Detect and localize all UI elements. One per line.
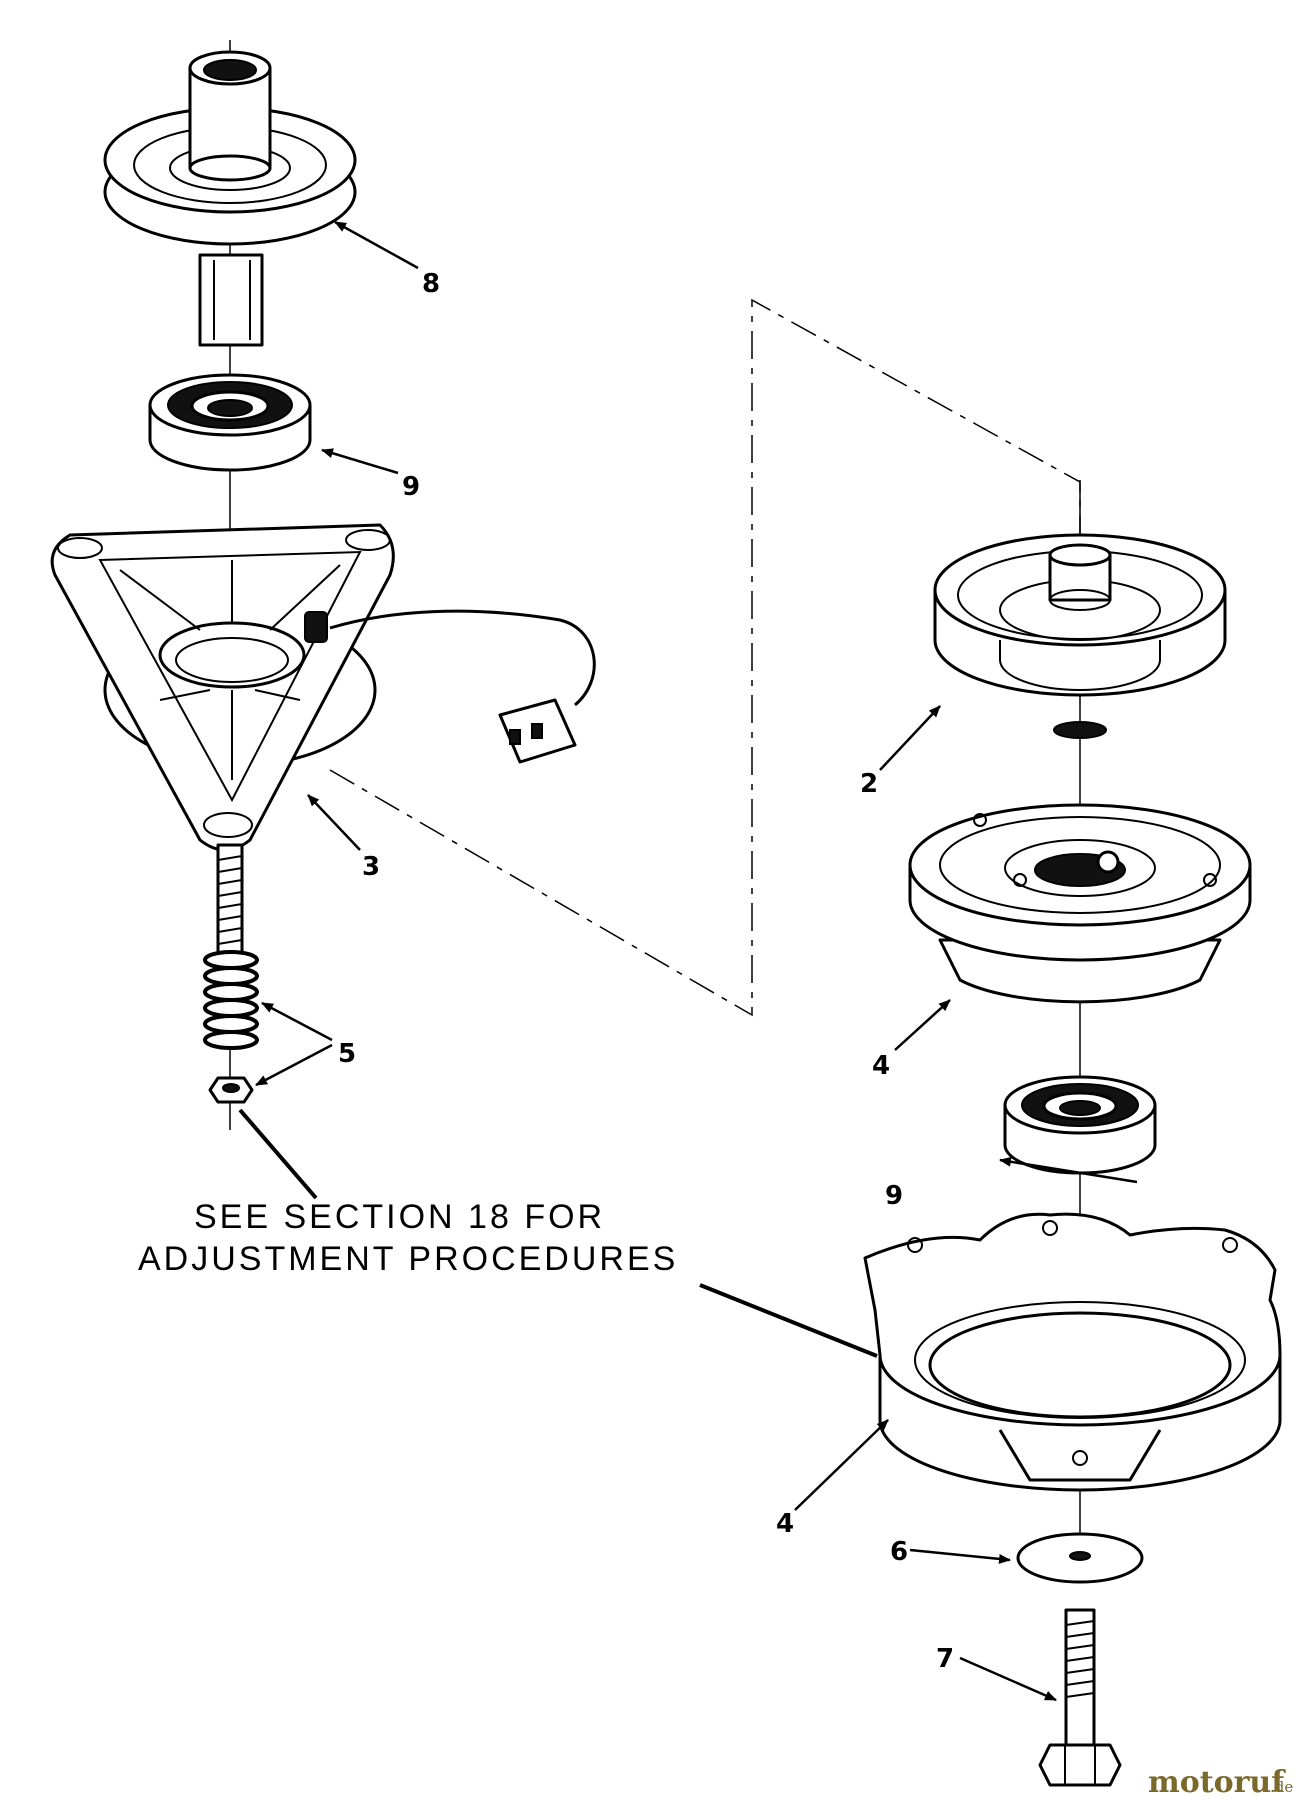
armature-part-2 bbox=[933, 533, 1227, 739]
bearing-part-9-upper bbox=[148, 373, 312, 472]
note-line-2: ADJUSTMENT PROCEDURES bbox=[138, 1240, 678, 1278]
brake-bracket-part-4-lower bbox=[863, 1212, 1282, 1492]
callout-2: 2 bbox=[860, 769, 878, 799]
callout-9-upper: 9 bbox=[402, 472, 420, 502]
washer-part-6 bbox=[1016, 1532, 1144, 1584]
callout-4-upper: 4 bbox=[872, 1051, 890, 1081]
adjustment-note: SEE SECTION 18 FOR ADJUSTMENT PROCEDURES bbox=[138, 1198, 678, 1278]
bearing-part-9-lower bbox=[1003, 1075, 1157, 1175]
watermark-name: motoruf bbox=[1148, 1765, 1286, 1800]
callout-7: 7 bbox=[936, 1644, 954, 1674]
callout-3: 3 bbox=[362, 852, 380, 882]
leader-lines bbox=[238, 220, 1138, 1702]
callout-6: 6 bbox=[890, 1537, 908, 1567]
callout-labels: 8 9 3 5 2 4 9 4 6 7 bbox=[338, 269, 954, 1674]
stud-spring-nut-part-5 bbox=[203, 843, 259, 1104]
note-line-1: SEE SECTION 18 FOR bbox=[194, 1198, 605, 1236]
callout-9-lower: 9 bbox=[885, 1181, 903, 1211]
pulley-part-8 bbox=[103, 50, 357, 347]
clutch-housing-part-3 bbox=[50, 523, 596, 852]
callout-5: 5 bbox=[338, 1039, 356, 1069]
assembly-dash-lines bbox=[329, 298, 1081, 1017]
watermark-suffix: .de bbox=[1270, 1778, 1293, 1796]
bolt-part-7 bbox=[1038, 1608, 1122, 1787]
watermark-logo: motoruf .de bbox=[1148, 1765, 1293, 1800]
callout-8: 8 bbox=[422, 269, 440, 299]
field-plate-part-4-upper bbox=[908, 803, 1252, 1004]
callout-4-lower: 4 bbox=[776, 1509, 794, 1539]
